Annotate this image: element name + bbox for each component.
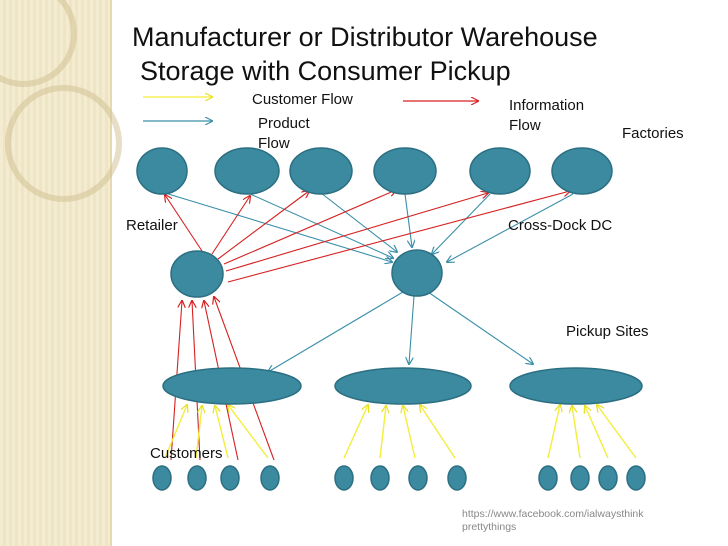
product-flow-factories-to-dc	[164, 192, 574, 262]
pickup-site-node	[162, 367, 302, 405]
customer-node	[570, 465, 590, 491]
information-flow-retailer-to-factories	[165, 190, 570, 283]
title-line-1: Manufacturer or Distributor Warehouse	[132, 22, 598, 52]
cross-dock-label: Cross-Dock DC	[508, 217, 613, 234]
legend-information-flow-label: Information Flow	[509, 97, 585, 134]
title-line-2: Storage with Consumer Pickup	[140, 56, 511, 86]
factory-node	[214, 147, 280, 195]
customer-node	[598, 465, 618, 491]
decorative-ring-top	[0, 0, 77, 87]
slide-title: Manufacturer or Distributor Warehouse St…	[132, 20, 598, 88]
customer-node	[626, 465, 646, 491]
decorative-ring-bottom	[5, 85, 122, 202]
customer-node	[260, 465, 280, 491]
retailer-label: Retailer	[126, 217, 178, 234]
customers-label: Customers	[150, 445, 223, 462]
pickup-sites-label: Pickup Sites	[566, 323, 649, 340]
customer-node	[538, 465, 558, 491]
sidebar-divider	[110, 0, 112, 546]
pickup-site-node	[334, 367, 472, 405]
cross-dock-node	[391, 249, 443, 297]
customer-node	[152, 465, 172, 491]
customer-node	[187, 465, 207, 491]
customer-node	[220, 465, 240, 491]
legend-product-flow-label: Product Flow	[258, 115, 310, 152]
product-flow-dc-to-pickup	[268, 291, 533, 372]
factory-node	[469, 147, 531, 195]
factory-node	[136, 147, 188, 195]
legend-customer-flow-label: Customer Flow	[252, 91, 353, 108]
source-credit: https://www.facebook.com/ialwaysthink pr…	[462, 508, 644, 533]
customer-node	[370, 465, 390, 491]
customer-node	[408, 465, 428, 491]
retailer-node	[170, 250, 224, 298]
factory-node	[551, 147, 613, 195]
customer-node	[334, 465, 354, 491]
pickup-site-node	[509, 367, 643, 405]
customer-node	[447, 465, 467, 491]
factory-node	[373, 147, 437, 195]
factory-node	[289, 147, 353, 195]
customer-flow-arrows	[164, 405, 637, 459]
factories-label: Factories	[622, 125, 684, 142]
